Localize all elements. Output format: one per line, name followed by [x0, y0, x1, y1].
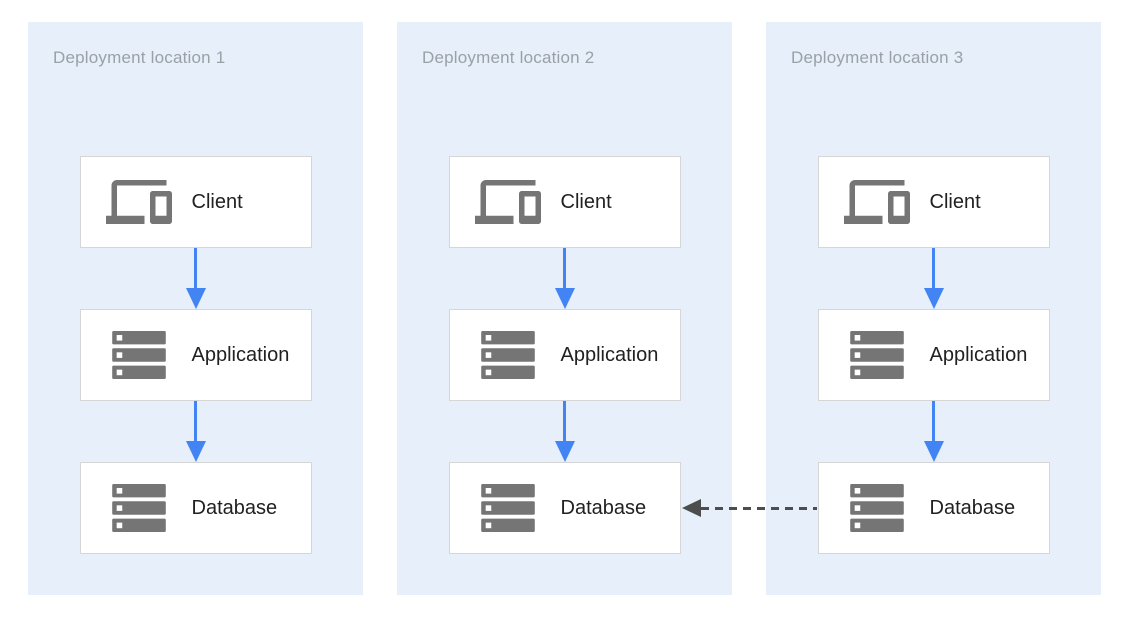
server-stack-icon — [836, 484, 918, 532]
node-label: Application — [929, 343, 1028, 366]
arrow-client-to-application — [554, 248, 575, 309]
node-application: Application — [448, 309, 681, 401]
arrowhead-left-icon — [682, 499, 701, 517]
server-stack-icon — [98, 484, 180, 532]
node-application: Application — [817, 309, 1050, 401]
node-client: Client — [817, 156, 1050, 248]
panel-title: Deployment location 3 — [791, 48, 964, 67]
panel-title: Deployment location 2 — [422, 48, 595, 67]
node-label: Database — [191, 496, 278, 519]
node-client: Client — [448, 156, 681, 248]
arrow-client-to-application — [923, 248, 944, 309]
arrow-database3-to-database2-dashed — [682, 499, 817, 517]
panel-deployment-location-1: Deployment location 1 Client — [28, 22, 363, 595]
node-label: Application — [191, 343, 290, 366]
server-stack-icon — [98, 331, 180, 379]
arrow-client-to-application — [185, 248, 206, 309]
server-stack-icon — [467, 331, 549, 379]
dashed-line — [701, 506, 817, 510]
node-label: Database — [929, 496, 1016, 519]
devices-icon — [467, 180, 549, 224]
node-database: Database — [817, 462, 1050, 554]
server-stack-icon — [467, 484, 549, 532]
panel-deployment-location-3: Deployment location 3 Client — [766, 22, 1101, 595]
node-database: Database — [448, 462, 681, 554]
arrow-application-to-database — [923, 401, 944, 462]
arrow-application-to-database — [185, 401, 206, 462]
arrow-application-to-database — [554, 401, 575, 462]
devices-icon — [98, 180, 180, 224]
node-database: Database — [79, 462, 312, 554]
node-label: Client — [191, 190, 243, 213]
node-label: Client — [929, 190, 981, 213]
node-label: Application — [560, 343, 659, 366]
deployment-panels: Deployment location 1 Client — [28, 22, 1101, 595]
panel-title: Deployment location 1 — [53, 48, 226, 67]
server-stack-icon — [836, 331, 918, 379]
node-label: Database — [560, 496, 647, 519]
node-label: Client — [560, 190, 612, 213]
devices-icon — [836, 180, 918, 224]
panel-deployment-location-2: Deployment location 2 Client — [397, 22, 732, 595]
node-client: Client — [79, 156, 312, 248]
node-application: Application — [79, 309, 312, 401]
